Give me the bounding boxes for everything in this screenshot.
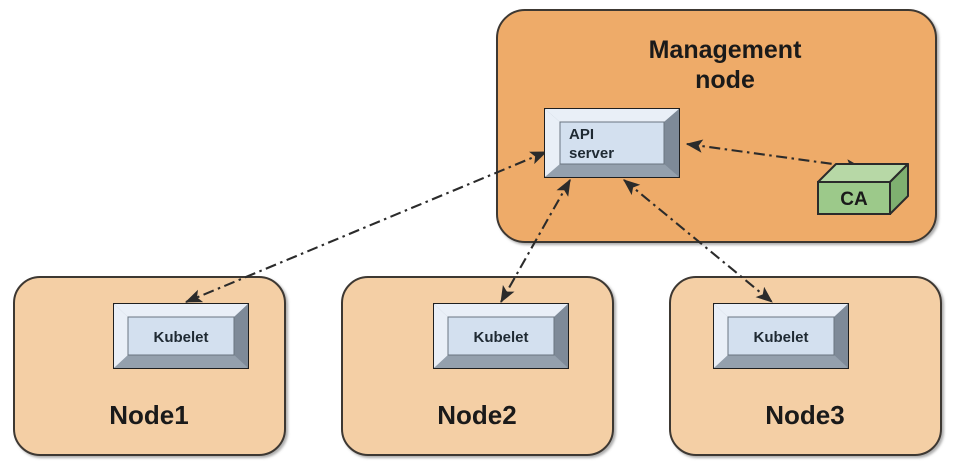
connector-api-to-node1-kubelet	[185, 151, 548, 303]
node1-kubelet-component[interactable]: Kubelet	[113, 303, 249, 369]
connector-api-to-node3-kubelet	[623, 179, 773, 303]
node3-kubelet-label: Kubelet	[753, 329, 808, 346]
node2-title: Node2	[437, 400, 516, 430]
node2-kubelet-label: Kubelet	[473, 329, 528, 346]
api-server-label-line2: server	[569, 145, 614, 162]
api-server-label-line1: API	[569, 126, 594, 143]
node1-title: Node1	[109, 400, 188, 430]
api-server-component[interactable]: API server	[544, 108, 680, 178]
ca-component[interactable]: CA	[817, 163, 909, 215]
ca-box-front-face	[817, 181, 891, 215]
ca-label: CA	[840, 189, 868, 210]
management-node-title-line2: node	[695, 66, 755, 94]
connector-api-to-node2-kubelet	[500, 178, 571, 303]
node3-kubelet-component[interactable]: Kubelet	[713, 303, 849, 369]
management-node-title-line1: Management	[649, 36, 802, 64]
connector-layer: Node1 Kubelet --> Node2 Kubelet --> Node…	[185, 139, 864, 303]
node2-kubelet-component[interactable]: Kubelet	[433, 303, 569, 369]
node1-kubelet-label: Kubelet	[153, 329, 208, 346]
node3-title: Node3	[765, 400, 844, 430]
connector-api-to-ca	[685, 139, 864, 173]
